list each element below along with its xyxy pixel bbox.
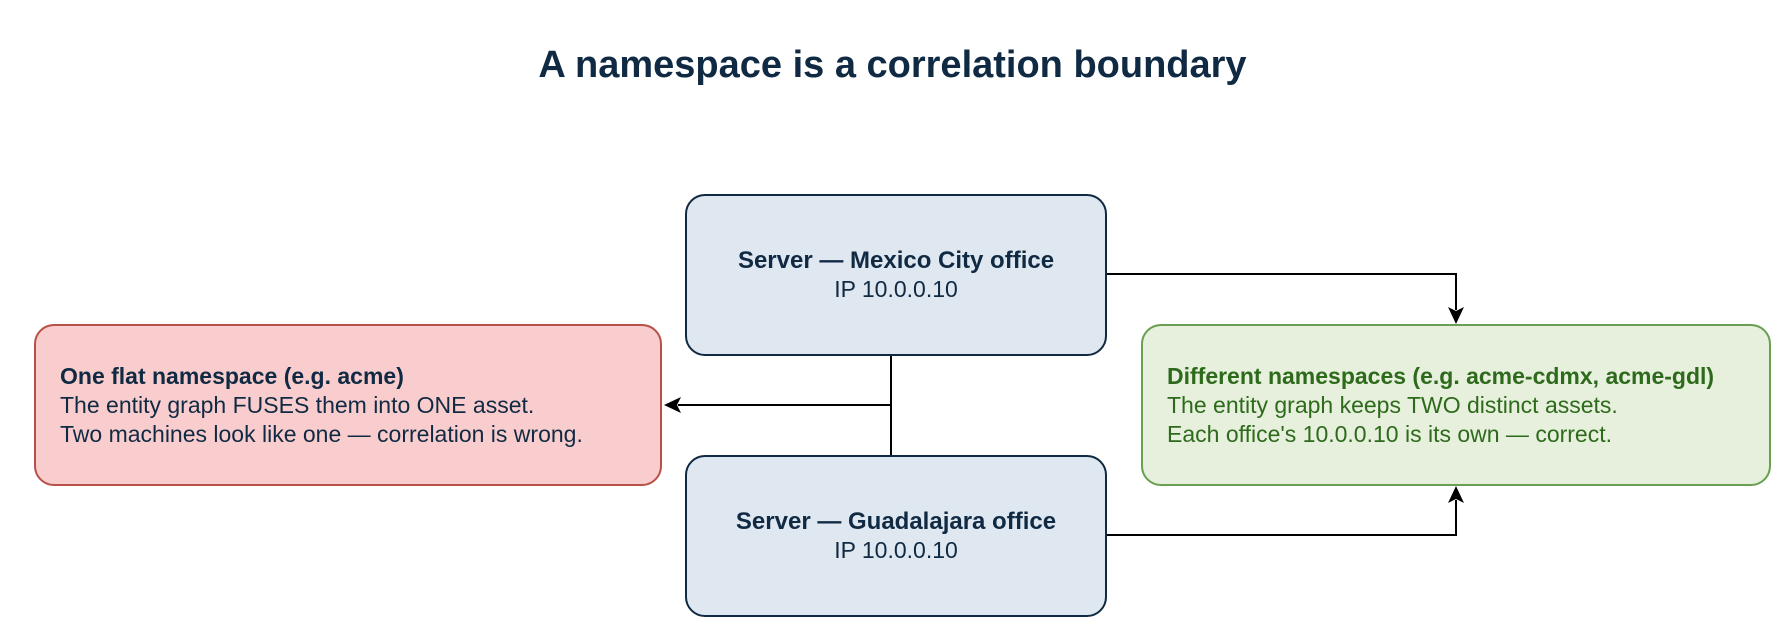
server-name: Server — Mexico City office bbox=[737, 247, 1055, 274]
flat-namespace-line-1: The entity graph FUSES them into ONE ass… bbox=[60, 391, 535, 418]
arrowhead-distinct-bottom bbox=[1448, 486, 1464, 503]
different-namespaces-line-1: The entity graph keeps TWO distinct asse… bbox=[1167, 391, 1618, 418]
different-namespaces-heading: Different namespaces (e.g. acme-cdmx, ac… bbox=[1167, 362, 1715, 389]
different-namespaces-line-2: Each office's 10.0.0.10 is its own — cor… bbox=[1167, 420, 1613, 447]
server-ip: IP 10.0.0.10 bbox=[834, 276, 958, 302]
connector-guadalajara-to-distinct bbox=[1105, 500, 1457, 536]
server-ip: IP 10.0.0.10 bbox=[834, 537, 958, 563]
server-mexico-city-box: Server — Mexico City office IP 10.0.0.10 bbox=[685, 194, 1107, 356]
flat-namespace-line-2: Two machines look like one — correlation… bbox=[60, 420, 583, 447]
connector-mexico-to-distinct bbox=[1105, 273, 1457, 310]
diagram-title: A namespace is a correlation boundary bbox=[538, 44, 1247, 86]
server-guadalajara-box: Server — Guadalajara office IP 10.0.0.10 bbox=[685, 455, 1107, 617]
flat-namespace-heading: One flat namespace (e.g. acme) bbox=[60, 362, 404, 389]
arrowhead-flat bbox=[664, 397, 681, 413]
server-name: Server — Guadalajara office bbox=[735, 508, 1057, 535]
flat-namespace-box: One flat namespace (e.g. acme) The entit… bbox=[34, 324, 662, 486]
different-namespaces-box: Different namespaces (e.g. acme-cdmx, ac… bbox=[1141, 324, 1771, 486]
arrowhead-distinct-top bbox=[1448, 307, 1464, 324]
